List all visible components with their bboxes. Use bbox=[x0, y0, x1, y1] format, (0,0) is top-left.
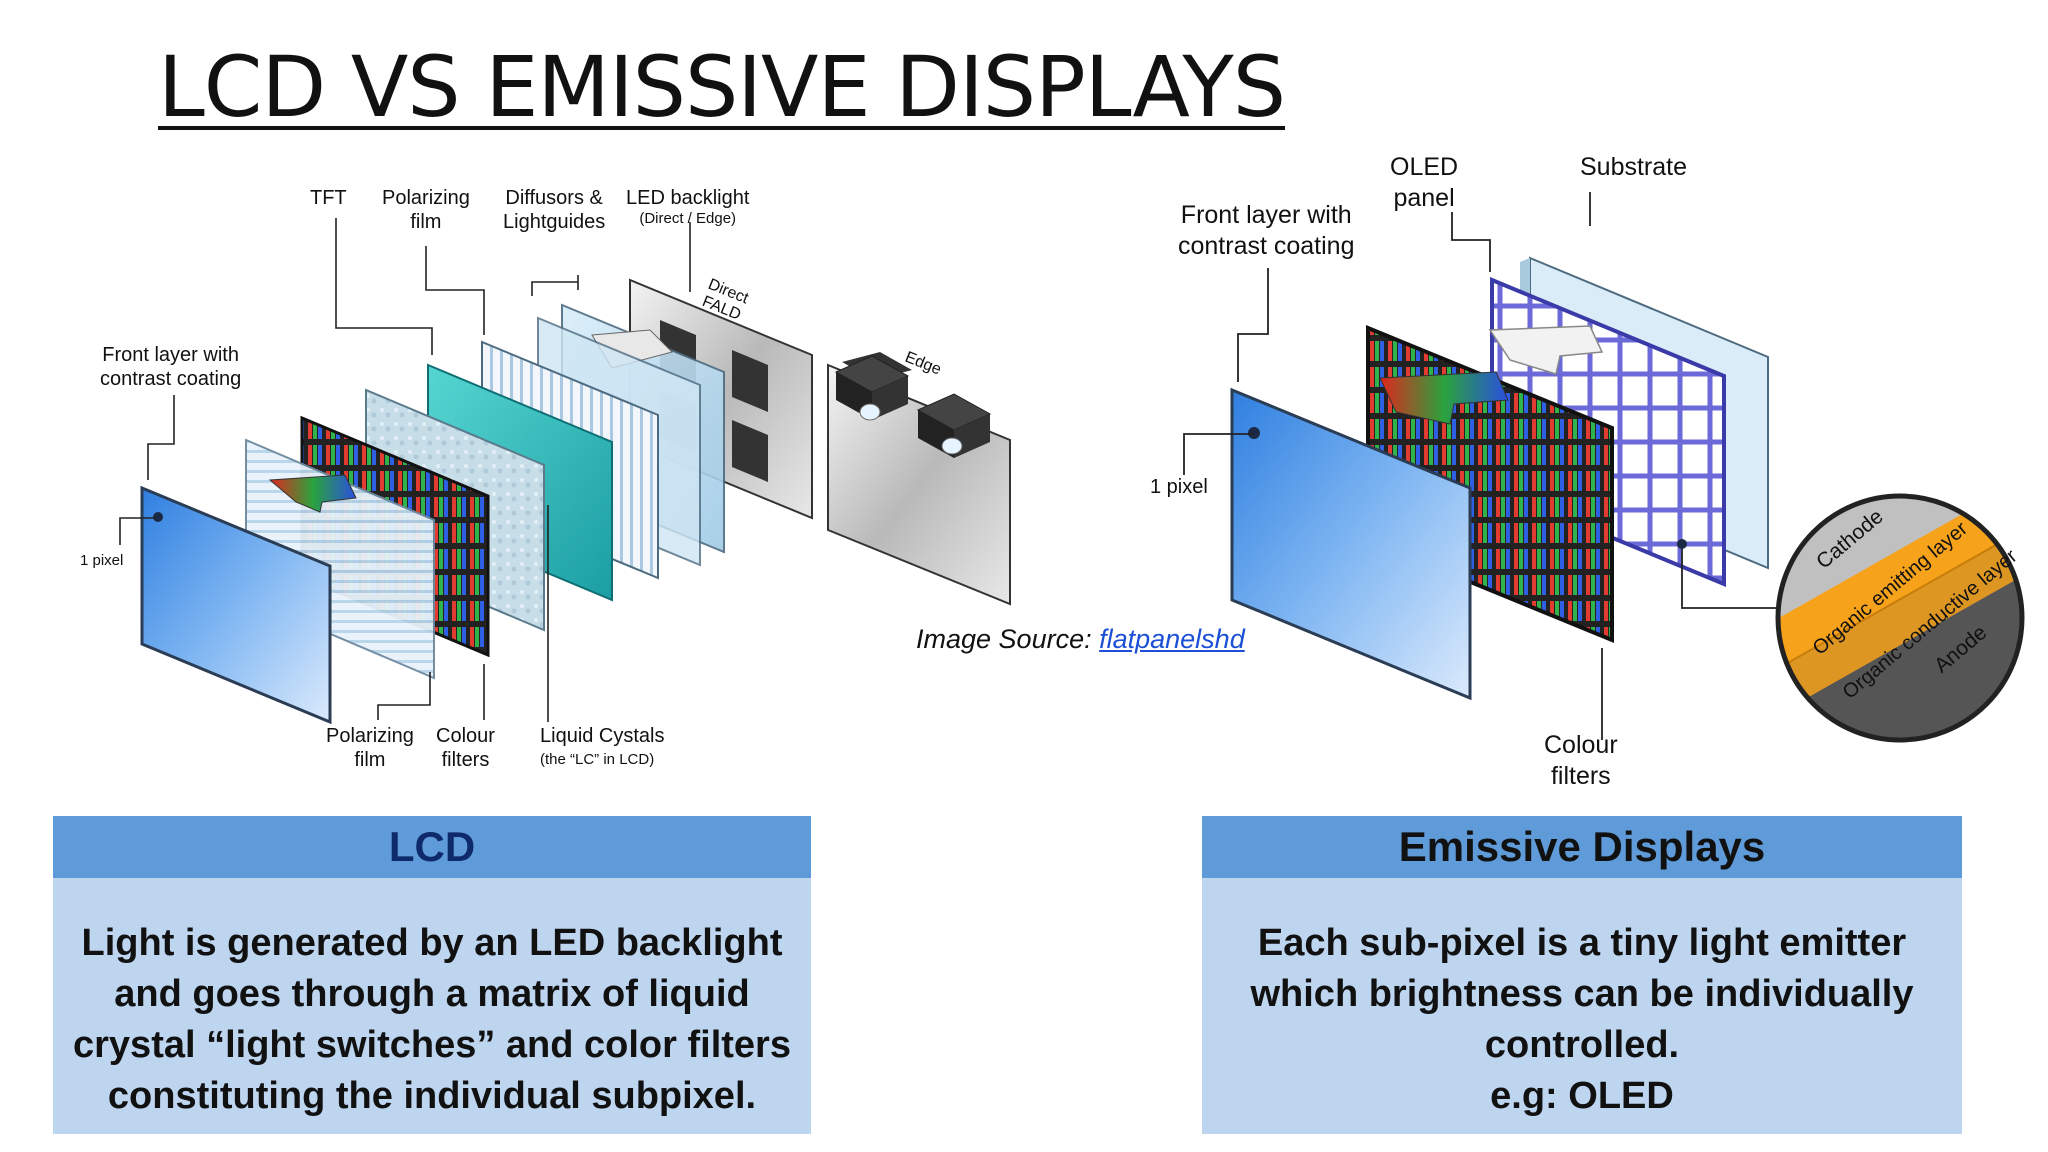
emissive-box-line: controlled. bbox=[1484, 1024, 1680, 1066]
lcd-box-line: and goes through a matrix of liquid bbox=[114, 973, 750, 1015]
page-title: LCD VS EMISSIVE DISPLAYS bbox=[158, 38, 1286, 136]
emissive-box-body: Each sub-pixel is a tiny light emitter w… bbox=[1202, 878, 1962, 1122]
lcd-label-led-backlight: LED backlight (Direct / Edge) bbox=[626, 187, 750, 227]
oled-label-substrate: Substrate bbox=[1580, 153, 1688, 181]
lcd-label-liquid-crystals: Liquid Cystals (the “LC” in LCD) bbox=[540, 725, 665, 768]
oled-label-front-layer: Front layer with contrast coating bbox=[1178, 201, 1355, 260]
lcd-box-heading: LCD bbox=[53, 816, 811, 878]
lcd-polarizing-panel bbox=[245, 438, 435, 680]
lcd-front-glass-panel bbox=[140, 485, 332, 725]
lcd-label-tft: TFT bbox=[310, 187, 347, 209]
lcd-label-diffusors: Diffusors & Lightguides bbox=[503, 187, 606, 233]
emissive-box-line: e.g: OLED bbox=[1490, 1075, 1674, 1117]
lcd-leader-lines bbox=[119, 218, 691, 722]
image-source: Image Source: flatpanelshd bbox=[916, 624, 1245, 654]
lcd-box-body: Light is generated by an LED backlight a… bbox=[53, 878, 811, 1122]
oled-label-oled-panel: OLED panel bbox=[1390, 153, 1459, 212]
oled-label-one-pixel: 1 pixel bbox=[1150, 476, 1208, 498]
lcd-label-one-pixel: 1 pixel bbox=[80, 552, 124, 569]
lcd-box-line: constituting the individual subpixel. bbox=[107, 1075, 757, 1117]
lcd-label-polarizing-top: Polarizing film bbox=[382, 187, 470, 233]
image-source-link[interactable]: flatpanelshd bbox=[1099, 624, 1245, 654]
oled-label-colour-filters: Colour filters bbox=[1544, 731, 1618, 790]
lcd-box: LCD Light is generated by an LED backlig… bbox=[53, 816, 811, 1134]
oled-leader-lines bbox=[1183, 192, 1790, 740]
emissive-box-line: Each sub-pixel is a tiny light emitter bbox=[1257, 922, 1907, 964]
emissive-box-heading: Emissive Displays bbox=[1202, 816, 1962, 878]
lcd-box-line: Light is generated by an LED backlight bbox=[81, 922, 783, 964]
lcd-box-line: crystal “light switches” and color filte… bbox=[73, 1024, 791, 1066]
lcd-label-colour-filters: Colour filters bbox=[436, 725, 495, 771]
oled-layer-magnifier bbox=[1775, 493, 2025, 743]
emissive-box: Emissive Displays Each sub-pixel is a ti… bbox=[1202, 816, 1962, 1134]
oled-front-glass-panel bbox=[1230, 387, 1472, 701]
oled-layer-pointer-dot bbox=[1677, 539, 1687, 549]
lcd-label-polarizing-bottom: Polarizing film bbox=[326, 725, 414, 771]
emissive-box-line: which brightness can be individually bbox=[1250, 973, 1914, 1015]
lcd-label-front-layer: Front layer with contrast coating bbox=[100, 344, 242, 390]
lcd-backlight-edge-panel bbox=[827, 352, 1011, 606]
